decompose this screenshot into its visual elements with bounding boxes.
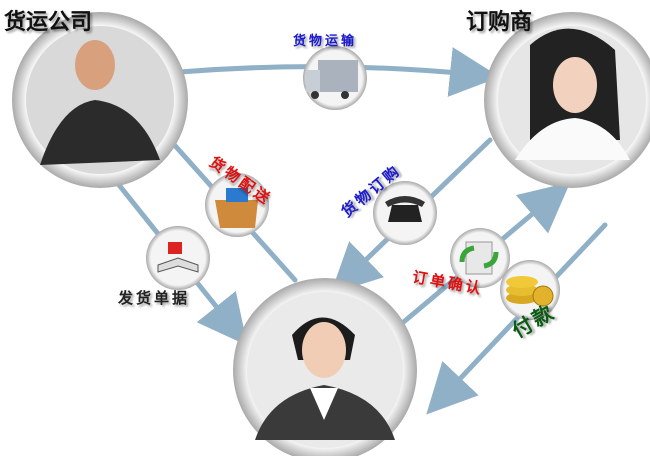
box-icon [205, 173, 269, 237]
waybill-label: 发货单据 [118, 289, 191, 307]
transport-label: 货物运输 [293, 34, 358, 49]
shipper-label: 货运公司 [4, 10, 93, 35]
shipper-avatar [12, 12, 188, 188]
service-avatar [233, 278, 417, 456]
buyer-avatar [484, 12, 650, 188]
document-icon [450, 228, 510, 288]
phone-icon [373, 181, 437, 245]
book-icon [146, 226, 210, 290]
coins-icon [500, 260, 560, 320]
truck-icon [303, 46, 367, 110]
buyer-label: 订购商 [466, 10, 533, 35]
